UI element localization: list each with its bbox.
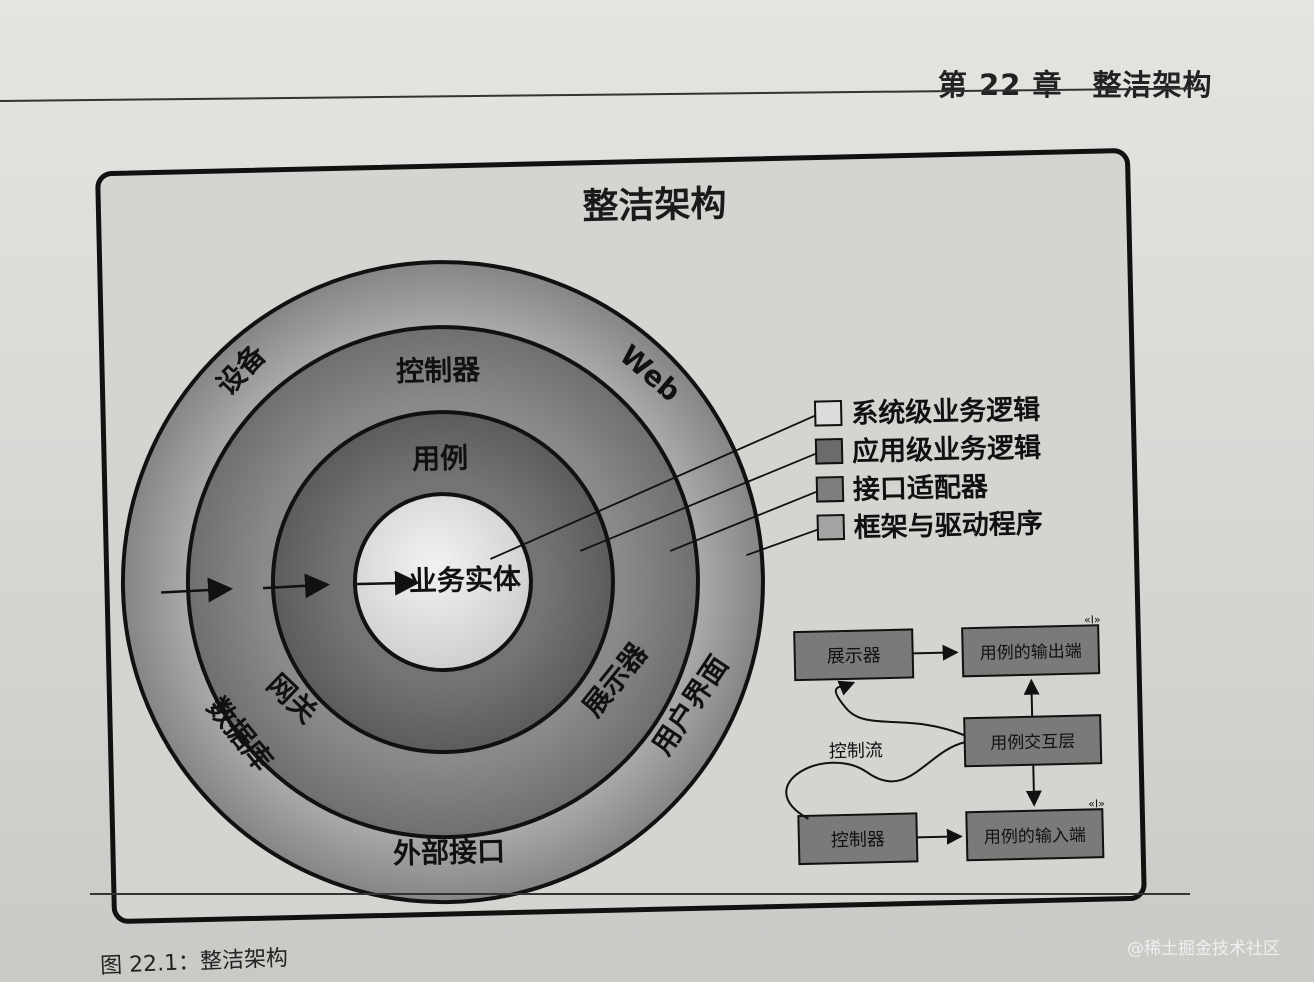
bottom-rule: [90, 893, 1190, 895]
arrow-interactor-to-output: [1023, 678, 1040, 717]
input-port-marker-icon: «I»: [1088, 797, 1105, 810]
box-input-port: [965, 808, 1105, 862]
watermark: @稀土掘金技术社区: [1127, 939, 1280, 959]
legend-leader-frameworks: [746, 528, 819, 557]
output-port-marker-icon: «I»: [1084, 613, 1101, 626]
clean-architecture-figure: 整洁架构 设备 Web 数据库 用户界面 外部接口 控制器 网关 展示器 用例 …: [94, 146, 1151, 929]
box-interactor-label: 用例交互层: [990, 732, 1075, 754]
dependency-arrow-1: [161, 577, 234, 603]
box-output-port-label: 用例的输出端: [979, 642, 1081, 664]
legend-swatch-entities: [813, 399, 843, 427]
box-presenter-label: 展示器: [827, 645, 881, 667]
box-controller-label: 控制器: [831, 829, 885, 851]
legend: 系统级业务逻辑 应用级业务逻辑 接口适配器 框架与驱动程序: [813, 393, 1043, 544]
legend-label-usecases: 应用级业务逻辑: [852, 431, 1042, 467]
dependency-arrow-2: [262, 573, 330, 599]
arrow-presenter-to-output: [912, 644, 959, 661]
diagram-canvas: 整洁架构 设备 Web 数据库 用户界面 外部接口 控制器 网关 展示器 用例 …: [95, 148, 1147, 924]
figure-title: 整洁架构: [582, 184, 727, 228]
control-flow-curve-upper: [834, 680, 965, 737]
legend-leader-entities: [490, 414, 816, 560]
arrow-interactor-to-input: [1025, 764, 1042, 807]
legend-label-adapters: 接口适配器: [853, 472, 990, 506]
legend-leader-adapters: [669, 490, 818, 552]
label-controllers: 控制器: [396, 353, 482, 388]
label-use-cases: 用例: [412, 441, 469, 475]
box-input-port-label: 用例的输入端: [984, 826, 1086, 848]
legend-swatch-usecases: [814, 437, 844, 465]
legend-swatch-frameworks: [816, 513, 846, 541]
box-output-port: [961, 624, 1101, 678]
legend-swatch-adapters: [815, 475, 845, 503]
legend-leader-usecases: [579, 452, 817, 552]
label-external-interfaces: 外部接口: [393, 835, 506, 871]
legend-label-frameworks: 框架与驱动程序: [853, 507, 1043, 543]
label-entities: 业务实体: [409, 562, 523, 598]
control-flow-label: 控制流: [829, 740, 883, 762]
flow-of-control: 展示器 用例的输出端 «I» 用例交互层 控制器 用例的输入端 «I» 控制流: [785, 613, 1105, 866]
dependency-arrow-3: [352, 570, 420, 596]
chapter-header: 第 22 章 整洁架构: [938, 68, 1213, 102]
control-flow-curve-lower: [785, 741, 965, 820]
legend-label-entities: 系统级业务逻辑: [851, 393, 1041, 429]
arrow-controller-to-input: [916, 828, 963, 845]
